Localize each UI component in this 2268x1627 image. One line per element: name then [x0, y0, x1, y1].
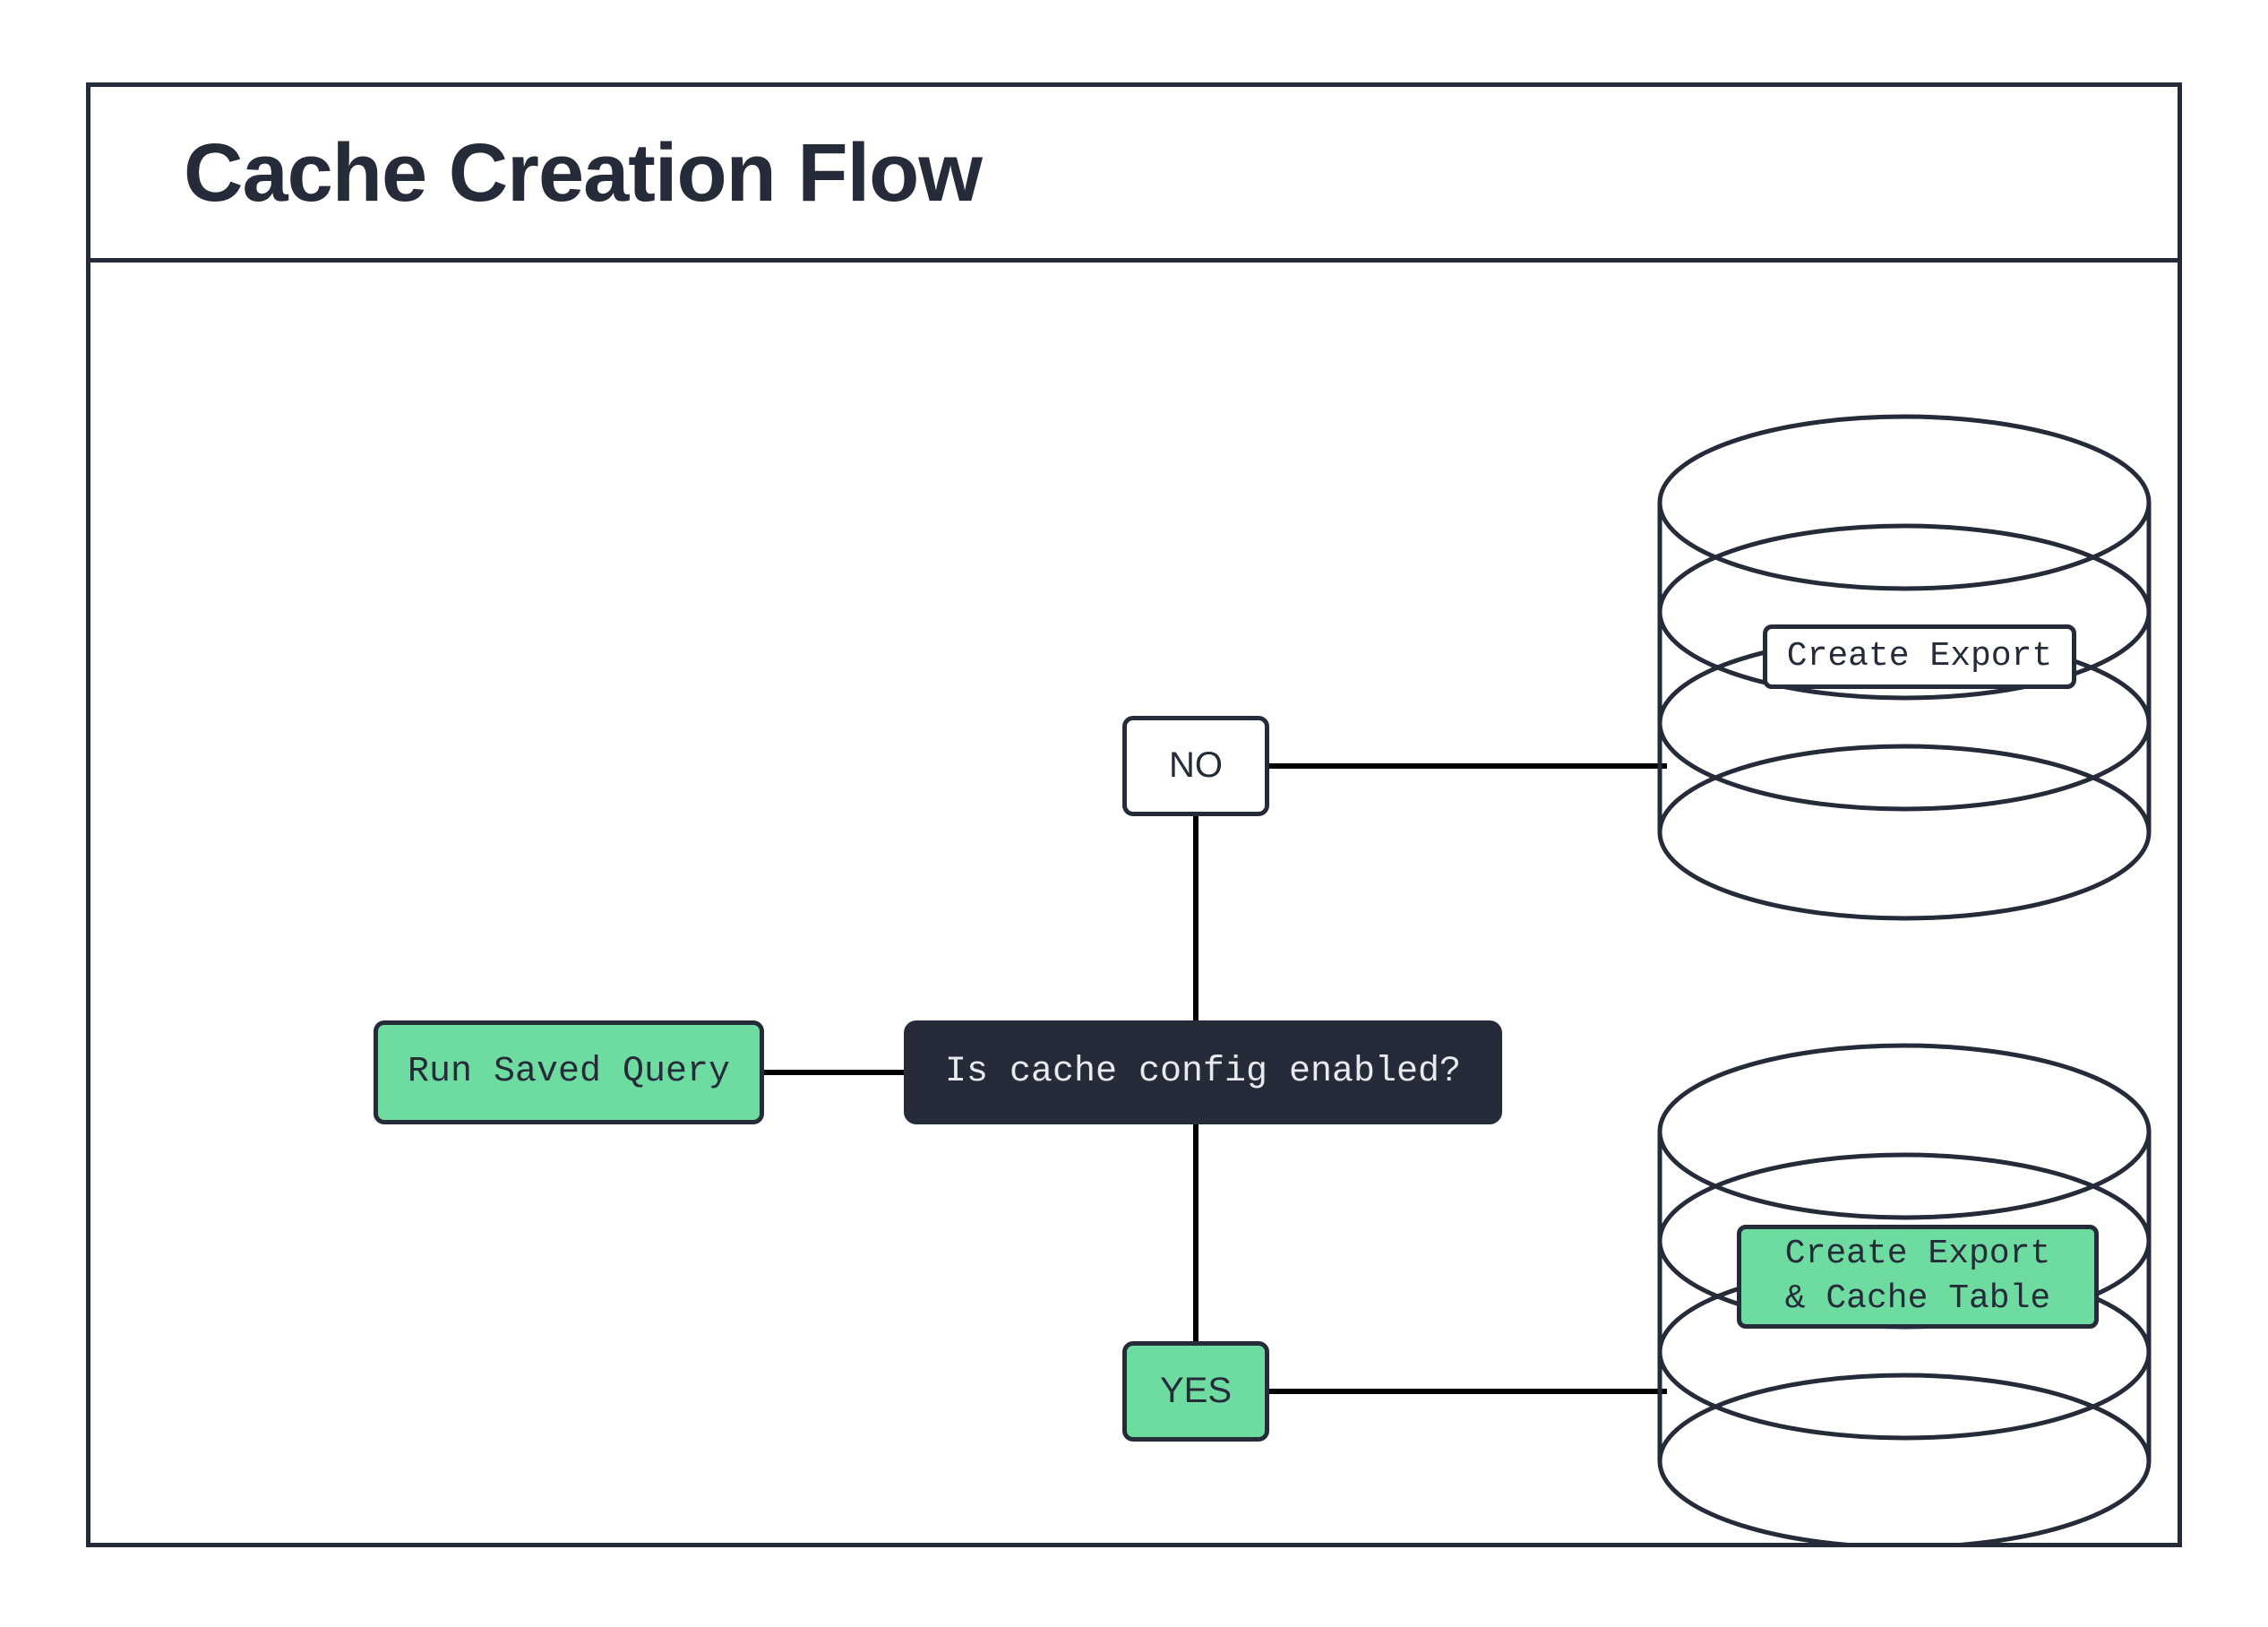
- diagram-frame: Cache Creation Flow: [86, 82, 2182, 1547]
- cylinder-create-export-cache-table-shape: [1657, 1043, 2152, 1543]
- cylinder-create-export-cache-table-label[interactable]: Create Export & Cache Table: [1737, 1225, 2099, 1329]
- node-branch-yes[interactable]: YES: [1122, 1341, 1269, 1442]
- diagram-header: Cache Creation Flow: [90, 87, 2178, 263]
- cylinder-create-export[interactable]: [1657, 413, 2152, 922]
- cylinder-create-export-cache-table[interactable]: [1657, 1042, 2152, 1543]
- node-decision-is-cache-config-enabled[interactable]: Is cache config enabled?: [904, 1020, 1502, 1124]
- cylinder-create-export-shape: [1657, 414, 2152, 921]
- node-branch-no[interactable]: NO: [1122, 716, 1269, 816]
- node-run-saved-query[interactable]: Run Saved Query: [374, 1020, 764, 1124]
- page-title: Cache Creation Flow: [184, 127, 983, 219]
- diagram-canvas: Create Export Create Export & Cache Tabl…: [90, 263, 2178, 1543]
- cylinder-create-export-label[interactable]: Create Export: [1763, 624, 2076, 689]
